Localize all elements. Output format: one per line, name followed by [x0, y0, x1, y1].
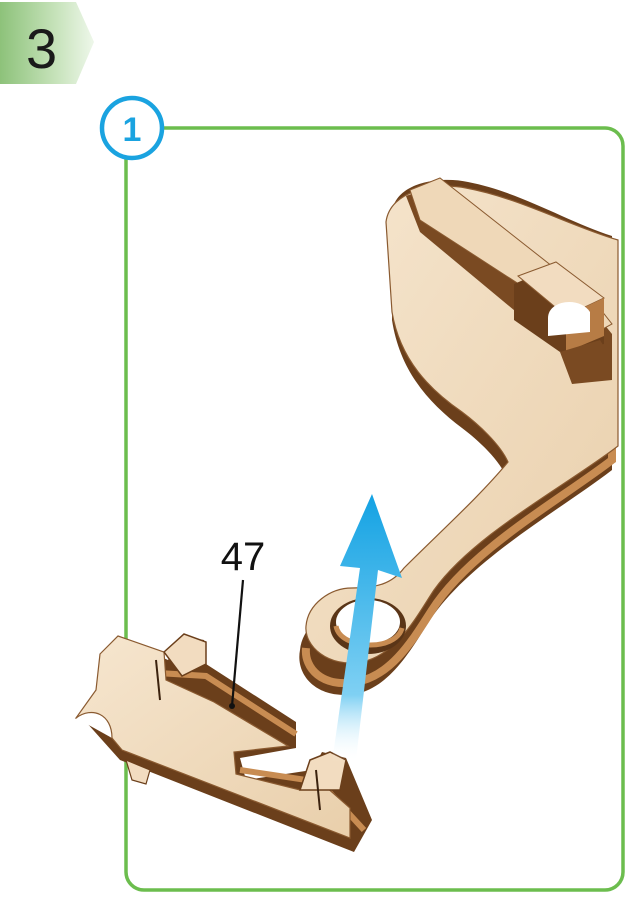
step-number: 3: [26, 17, 57, 80]
substep-number: 1: [123, 111, 142, 149]
wooden-arm-part: [299, 178, 618, 695]
callout-dot: [229, 703, 235, 709]
step-badge: 3: [0, 2, 94, 84]
part-number-label: 47: [221, 535, 266, 579]
substep-badge: 1: [102, 98, 162, 158]
